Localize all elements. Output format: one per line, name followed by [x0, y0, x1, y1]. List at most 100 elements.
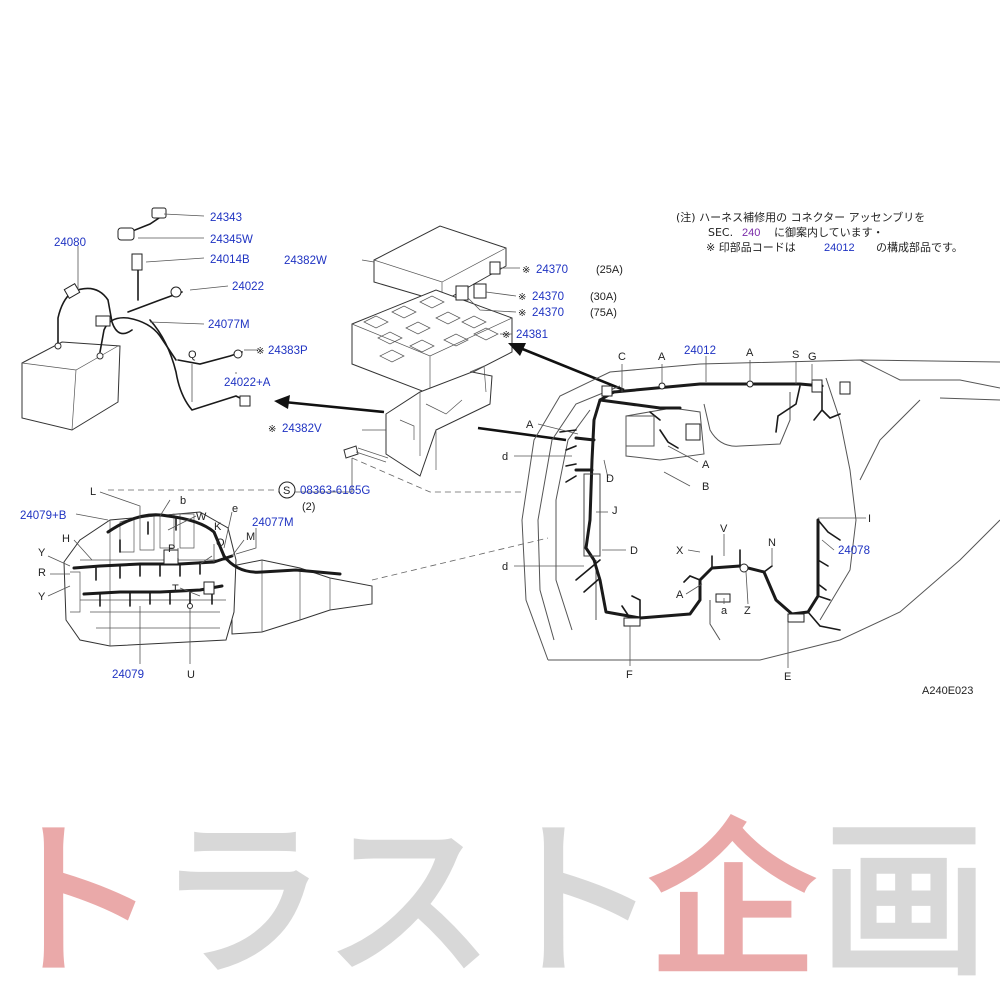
battery	[21, 341, 121, 431]
fuse-box-cover	[373, 225, 507, 303]
callout-letter: A	[676, 589, 684, 601]
watermark-char: 企	[648, 804, 817, 1000]
mark-symbol: ※	[522, 265, 530, 276]
part-number: 24382W	[284, 255, 327, 267]
figure-id: A240E023	[922, 685, 973, 697]
note-line-1: (注) ハーネス補修用の コネクター アッセンブリを	[676, 210, 925, 224]
callout-letter: A	[702, 459, 710, 471]
callout-letter: D	[630, 545, 638, 557]
callout-letter: M	[246, 531, 255, 543]
mark-symbol: ※	[502, 330, 510, 341]
quantity: (2)	[302, 501, 315, 513]
part-number: 24079+B	[20, 510, 67, 522]
part-number: 08363-6165G	[300, 485, 370, 497]
mark-symbol: ※	[518, 292, 526, 303]
callout-letter: a	[721, 605, 728, 617]
mark-symbol: ※	[518, 308, 526, 319]
amp-rating: (75A)	[590, 307, 617, 319]
callout-letter: d	[502, 451, 508, 463]
screw-symbol-letter: S	[283, 485, 290, 497]
part-number: 24381	[516, 329, 548, 341]
mark-symbol: ※	[268, 424, 276, 435]
battery-group	[21, 207, 258, 431]
callout-letter: Y	[38, 547, 46, 559]
callout-letter: P	[168, 543, 175, 555]
callout-letter: Y	[38, 591, 46, 603]
part-number: 24383P	[268, 345, 308, 357]
callout-letter: A	[746, 347, 754, 359]
transmission	[231, 559, 373, 635]
part-number: 24078	[838, 545, 870, 557]
engine-block	[63, 511, 237, 647]
watermark-char: ス	[325, 804, 493, 1000]
callout-letter: K	[214, 521, 222, 533]
callout-letter: L	[90, 486, 96, 498]
note-line-3a: ※ 印部品コードは	[706, 240, 796, 254]
fuse-30a	[473, 283, 487, 299]
callout-letter: E	[784, 671, 791, 683]
callout-letter: e	[232, 503, 238, 515]
callout-letter: B	[702, 481, 709, 493]
fuse-25a	[489, 261, 501, 275]
main-harness-wire	[612, 382, 824, 394]
part-number: 24022	[232, 281, 264, 293]
callout-letter: O	[216, 537, 225, 549]
note-sec-label: SEC.	[708, 226, 733, 239]
callout-letter: A	[526, 419, 534, 431]
engine-group	[47, 489, 549, 664]
part-number: 24382V	[282, 423, 322, 435]
callout-letter: G	[808, 351, 817, 363]
note-line-3c: の構成部品です。	[876, 240, 963, 254]
callout-letter: J	[612, 505, 618, 517]
watermark-char: 画	[820, 804, 988, 1000]
part-number: 24370	[532, 307, 564, 319]
callout-letter: A	[658, 351, 666, 363]
note: (注) ハーネス補修用の コネクター アッセンブリを SEC. 240 に御案内…	[676, 210, 963, 254]
callout-letter: H	[62, 533, 70, 545]
part-number: 24022+A	[224, 377, 271, 389]
part-number: 24012	[684, 345, 716, 357]
note-line-2: に御案内しています・	[774, 225, 884, 239]
callout-letter: X	[676, 545, 684, 557]
fuse-box-group	[274, 225, 625, 493]
callout-letter: V	[720, 523, 728, 535]
mark-symbol: ※	[256, 346, 264, 357]
part-number: 24080	[54, 237, 86, 249]
amp-rating: (25A)	[596, 264, 623, 276]
note-sec-ref: 240	[742, 227, 760, 239]
callout-letter: R	[38, 567, 46, 579]
fuse-box-lower	[385, 371, 493, 477]
relay-block	[351, 289, 513, 395]
part-number: 24370	[536, 264, 568, 276]
part-number: 24345W	[210, 234, 253, 246]
callout-letter: Q	[188, 349, 197, 361]
callout-letter: Z	[744, 605, 751, 617]
fuse-75a	[455, 285, 469, 301]
callout-letter: S	[792, 349, 799, 361]
part-number: 24077M	[252, 517, 294, 529]
vehicle-body	[521, 359, 1000, 661]
watermark-char: ト	[0, 804, 158, 1000]
main-harness	[514, 356, 866, 668]
watermark-char: ラ	[158, 804, 326, 1000]
part-number: 24077M	[208, 319, 250, 331]
callout-letter: N	[768, 537, 776, 549]
watermark: ト ラ ス ト 企 画	[0, 804, 988, 1000]
note-part-ref: 24012	[824, 242, 855, 254]
callout-letter: F	[626, 669, 633, 681]
watermark-char: ト	[490, 804, 658, 1000]
callout-letter: d	[502, 561, 508, 573]
callout-letter: b	[180, 495, 186, 507]
amp-rating: (30A)	[590, 291, 617, 303]
screw-symbol	[278, 481, 296, 499]
callout-letter: T	[172, 583, 179, 595]
part-number: 24079	[112, 669, 144, 681]
callout-letter: U	[187, 669, 195, 681]
callout-letter: D	[606, 473, 614, 485]
part-number: 24014B	[210, 254, 250, 266]
part-number: 24343	[210, 212, 242, 224]
part-number: 24370	[532, 291, 564, 303]
callout-letter: C	[618, 351, 626, 363]
callout-letter: I	[868, 513, 871, 525]
